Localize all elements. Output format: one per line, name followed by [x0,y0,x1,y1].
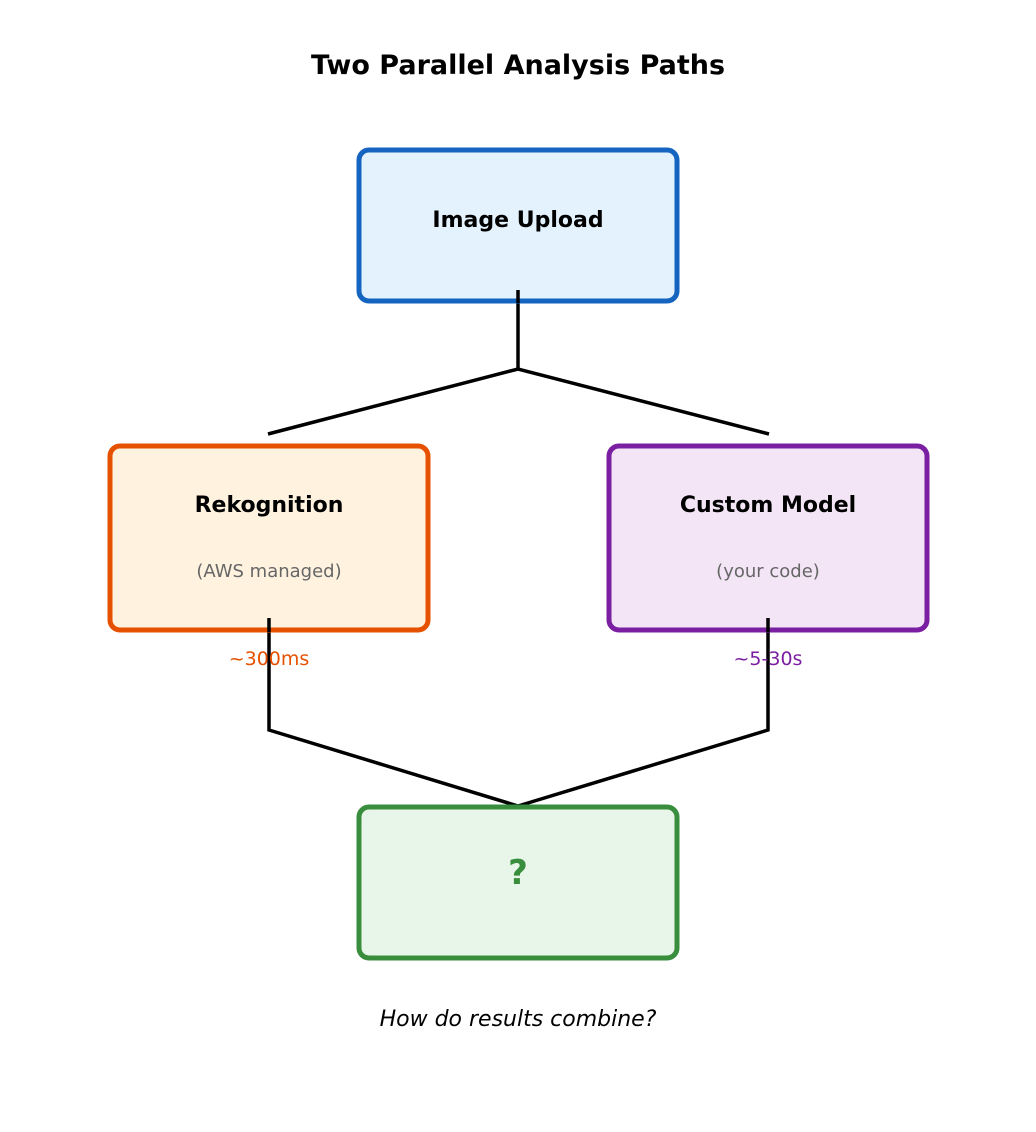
connector-custom-merge [517,618,770,808]
node-result: ? [356,804,680,961]
custom-model-box [606,443,930,633]
custom-model-sublabel: (your code) [716,561,820,582]
rekognition-sublabel: (AWS managed) [196,561,341,582]
connector-split-branches [267,367,770,436]
custom-model-latency: ~5-30s [734,648,803,670]
connector-rekognition-merge [267,618,519,808]
upload-label: Image Upload [432,208,603,233]
diagram-caption: How do results combine? [380,1007,657,1032]
node-rekognition: Rekognition (AWS managed) [107,443,431,633]
result-question-mark: ? [508,853,528,893]
result-box [356,804,680,961]
diagram-title: Two Parallel Analysis Paths [311,50,725,81]
rekognition-box [107,443,431,633]
connectors [267,290,770,808]
node-image-upload: Image Upload [356,147,680,304]
connector-stubs [267,290,770,632]
custom-model-label: Custom Model [680,493,856,518]
rekognition-latency: ~300ms [229,648,310,670]
node-custom-model: Custom Model (your code) [606,443,930,633]
rekognition-label: Rekognition [195,493,344,518]
